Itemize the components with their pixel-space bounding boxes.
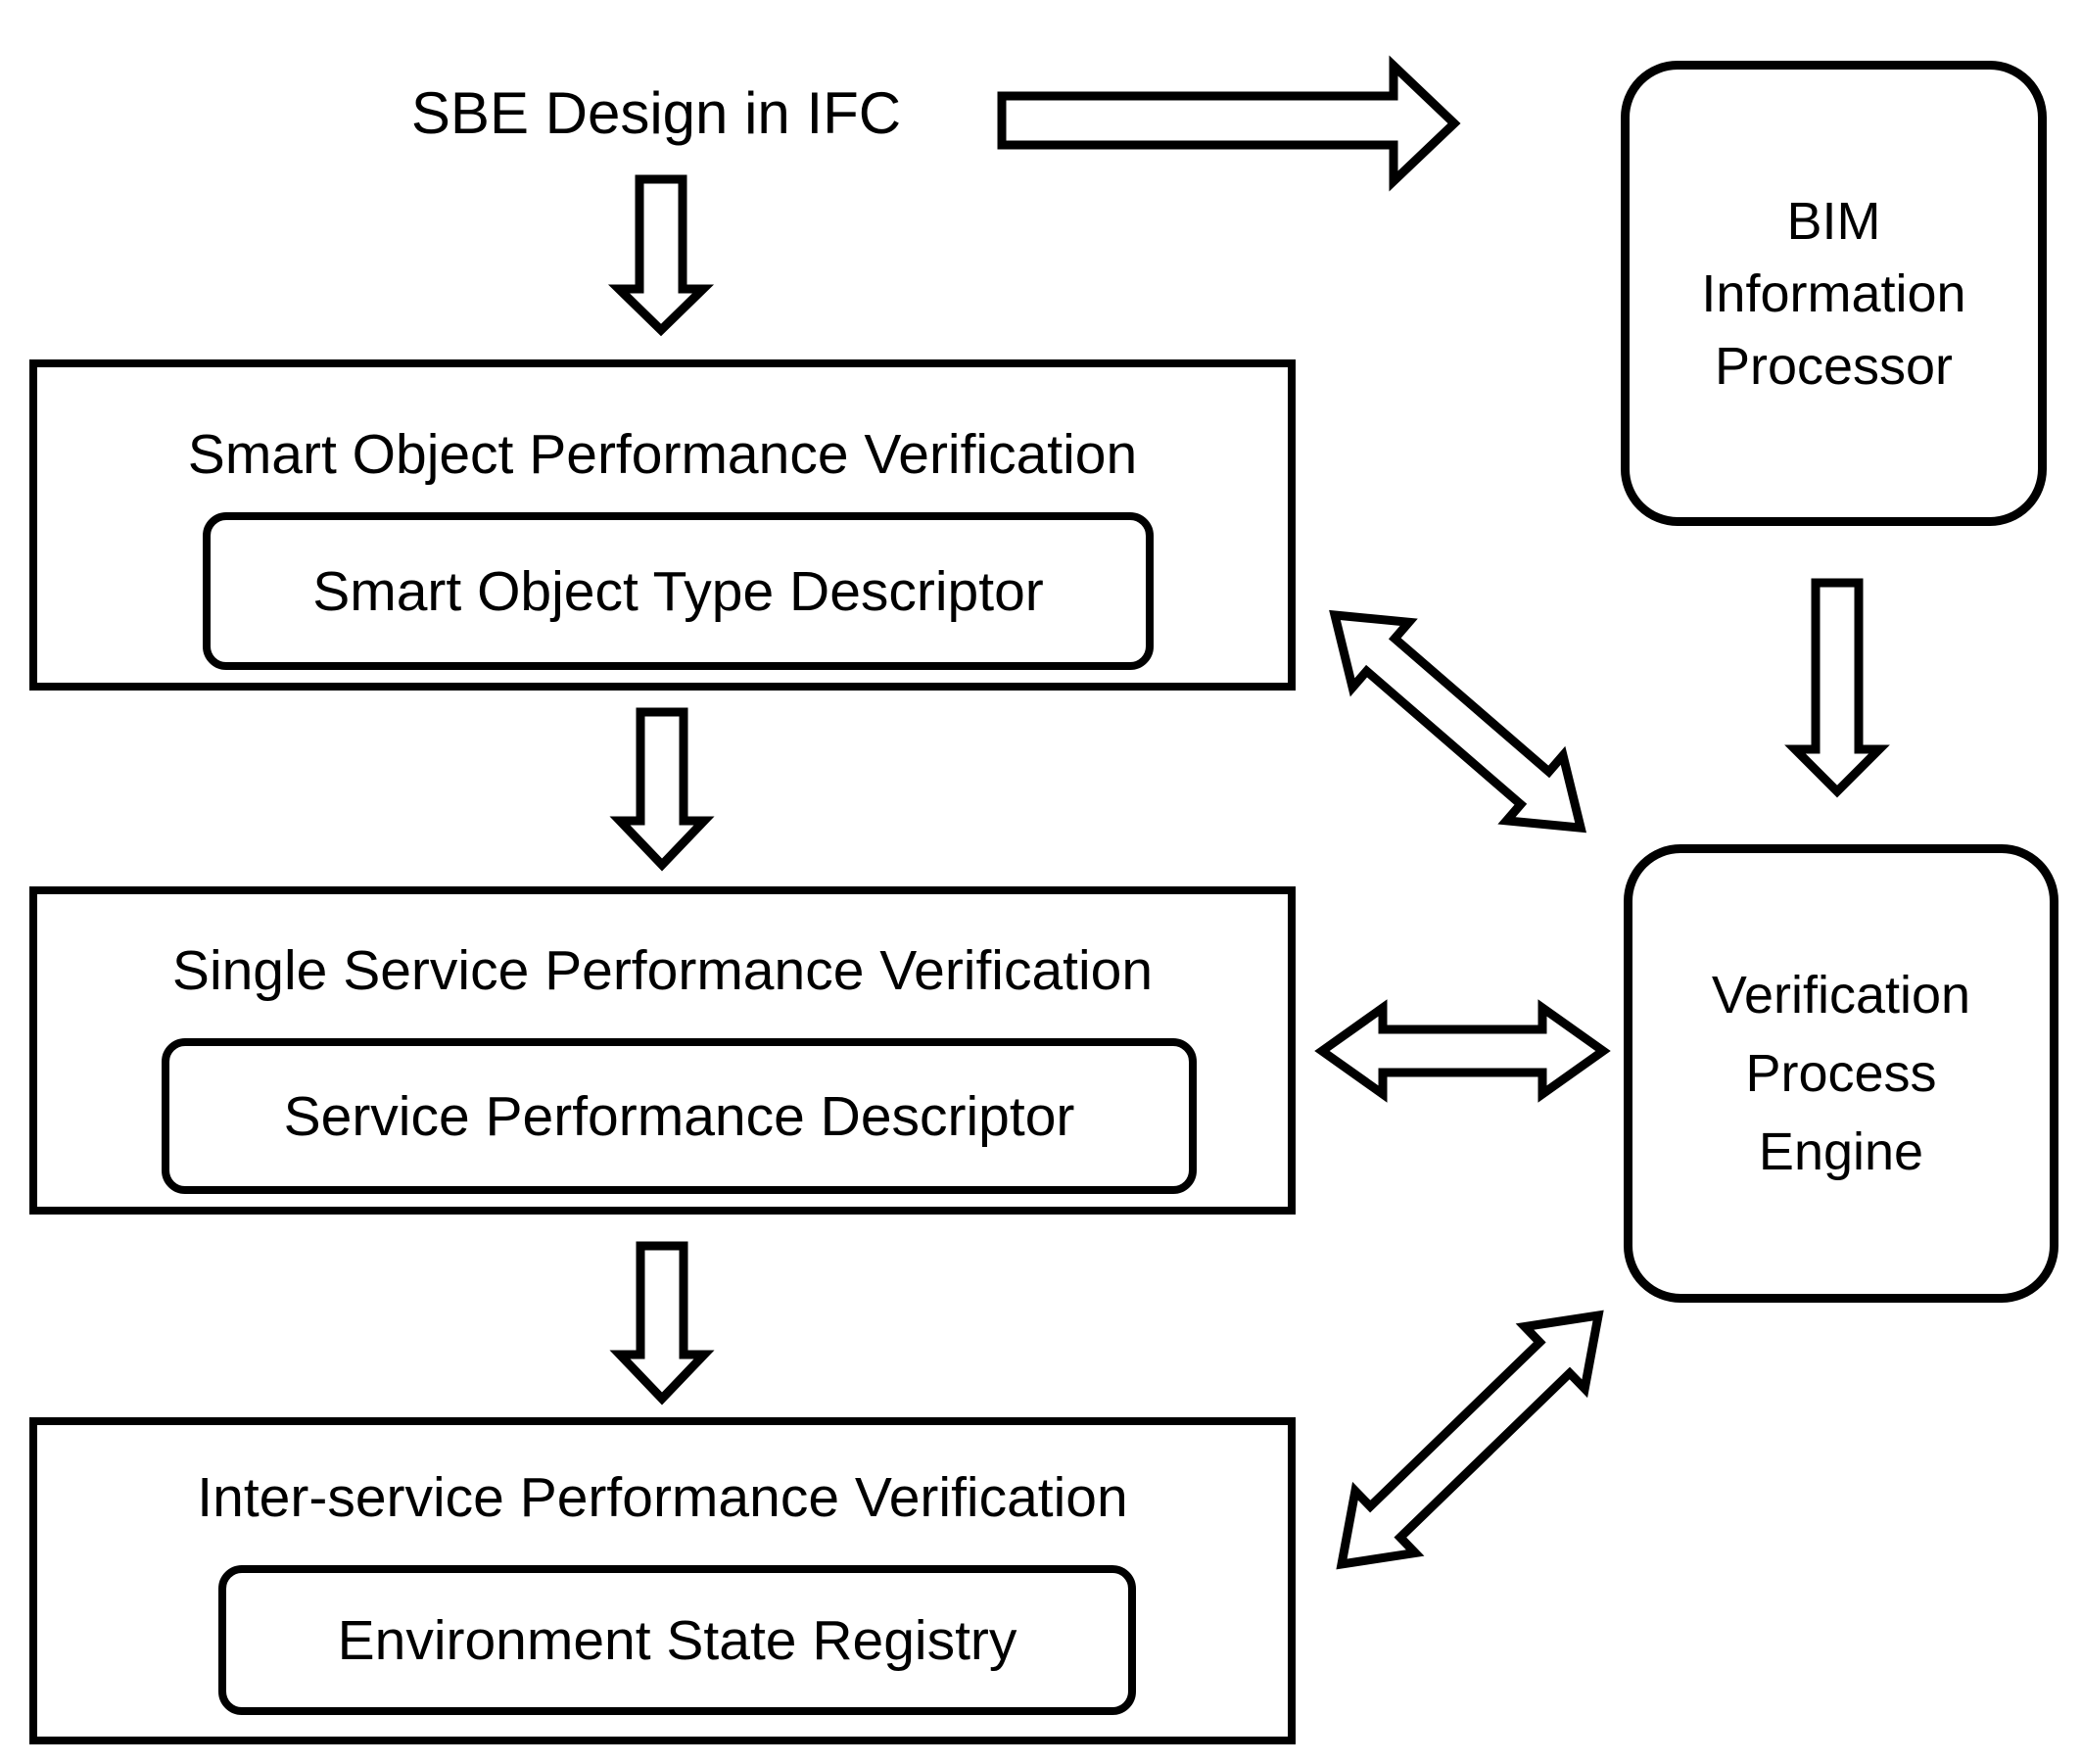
arrow-sbe-to-bim-icon (997, 55, 1461, 192)
arrow-bim-to-vpe-icon (1784, 578, 1890, 798)
arrow-single-service-to-inter-service-icon (609, 1241, 715, 1406)
smart-object-box-label: Smart Object Performance Verification (187, 423, 1138, 486)
bim-line-1: BIM (1786, 191, 1881, 251)
sbe-design-label: SBE Design in IFC (410, 80, 902, 146)
smart-object-type-descriptor-label: Smart Object Type Descriptor (312, 559, 1044, 623)
environment-state-registry-box: Environment State Registry (218, 1565, 1136, 1715)
vpe-line-2: Process (1745, 1044, 1937, 1103)
inter-service-performance-verification-box: Inter-service Performance Verification E… (29, 1417, 1296, 1744)
arrow-inter-service-vpe-icon (1336, 1310, 1604, 1570)
service-performance-descriptor-label: Service Performance Descriptor (283, 1084, 1075, 1148)
single-service-box-label: Single Service Performance Verification (171, 939, 1154, 1002)
arrow-smart-object-vpe-icon (1329, 609, 1587, 834)
vpe-line-1: Verification (1711, 966, 1971, 1025)
environment-state-registry-label: Environment State Registry (337, 1608, 1017, 1672)
smart-object-type-descriptor-box: Smart Object Type Descriptor (203, 512, 1154, 670)
arrow-smart-object-to-single-service-icon (609, 707, 715, 872)
bim-information-processor-box: BIM Information Processor (1621, 61, 2047, 526)
vpe-line-3: Engine (1758, 1122, 1924, 1181)
verification-process-engine-box: Verification Process Engine (1624, 844, 2058, 1303)
inter-service-box-label: Inter-service Performance Verification (197, 1466, 1128, 1529)
arrow-sbe-to-smart-object-icon (607, 174, 715, 337)
bim-line-3: Processor (1714, 336, 1954, 396)
arrow-single-service-vpe-icon (1314, 999, 1611, 1103)
single-service-performance-verification-box: Single Service Performance Verification … (29, 886, 1296, 1215)
service-performance-descriptor-box: Service Performance Descriptor (162, 1038, 1197, 1194)
bim-line-2: Information (1701, 263, 1966, 323)
smart-object-performance-verification-box: Smart Object Performance Verification Sm… (29, 359, 1296, 691)
